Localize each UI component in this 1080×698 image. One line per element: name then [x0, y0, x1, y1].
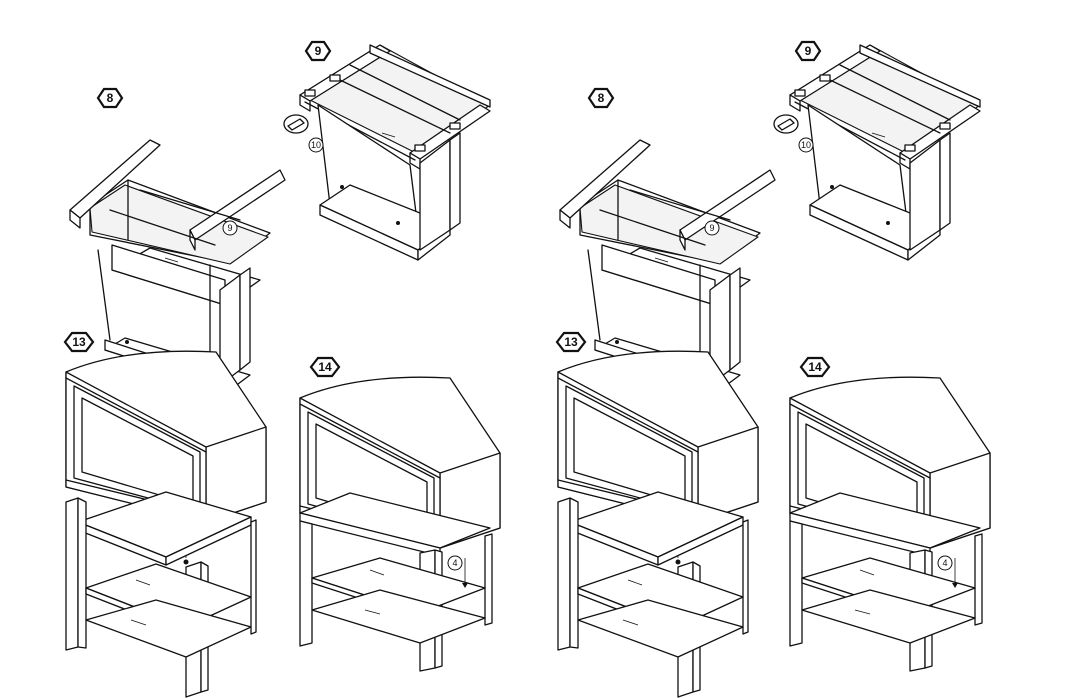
svg-text:9: 9: [227, 223, 232, 233]
step-9-illustration: [299, 44, 491, 261]
step-badge: 14: [799, 356, 831, 378]
fastener-detail-icon: [283, 114, 309, 134]
step-badge: 13: [555, 331, 587, 353]
svg-text:13: 13: [564, 335, 578, 349]
svg-text:13: 13: [72, 335, 86, 349]
step-13-illustration: [557, 350, 759, 698]
step-14-illustration: [789, 376, 991, 672]
svg-text:14: 14: [318, 360, 332, 374]
svg-text:8: 8: [598, 91, 605, 105]
part-callout: 4: [937, 555, 953, 571]
step-badge: 14: [309, 356, 341, 378]
step-badge: 9: [794, 40, 822, 62]
svg-text:9: 9: [315, 44, 322, 58]
part-callout: 4: [447, 555, 463, 571]
part-callout: 9: [704, 220, 720, 236]
step-14-illustration: [299, 376, 501, 672]
svg-text:9: 9: [709, 223, 714, 233]
fastener-detail-icon: [773, 114, 799, 134]
step-9-illustration: [789, 44, 981, 261]
step-13-illustration: [65, 350, 267, 698]
part-callout: 10: [308, 137, 324, 153]
svg-text:4: 4: [942, 558, 947, 568]
svg-text:10: 10: [311, 140, 321, 150]
svg-text:9: 9: [805, 44, 812, 58]
part-callout: 9: [222, 220, 238, 236]
svg-text:10: 10: [801, 140, 811, 150]
part-callout: 10: [798, 137, 814, 153]
step-badge: 8: [587, 87, 615, 109]
svg-text:14: 14: [808, 360, 822, 374]
svg-text:8: 8: [107, 91, 114, 105]
step-badge: 9: [304, 40, 332, 62]
svg-text:4: 4: [452, 558, 457, 568]
step-badge: 13: [63, 331, 95, 353]
step-badge: 8: [96, 87, 124, 109]
